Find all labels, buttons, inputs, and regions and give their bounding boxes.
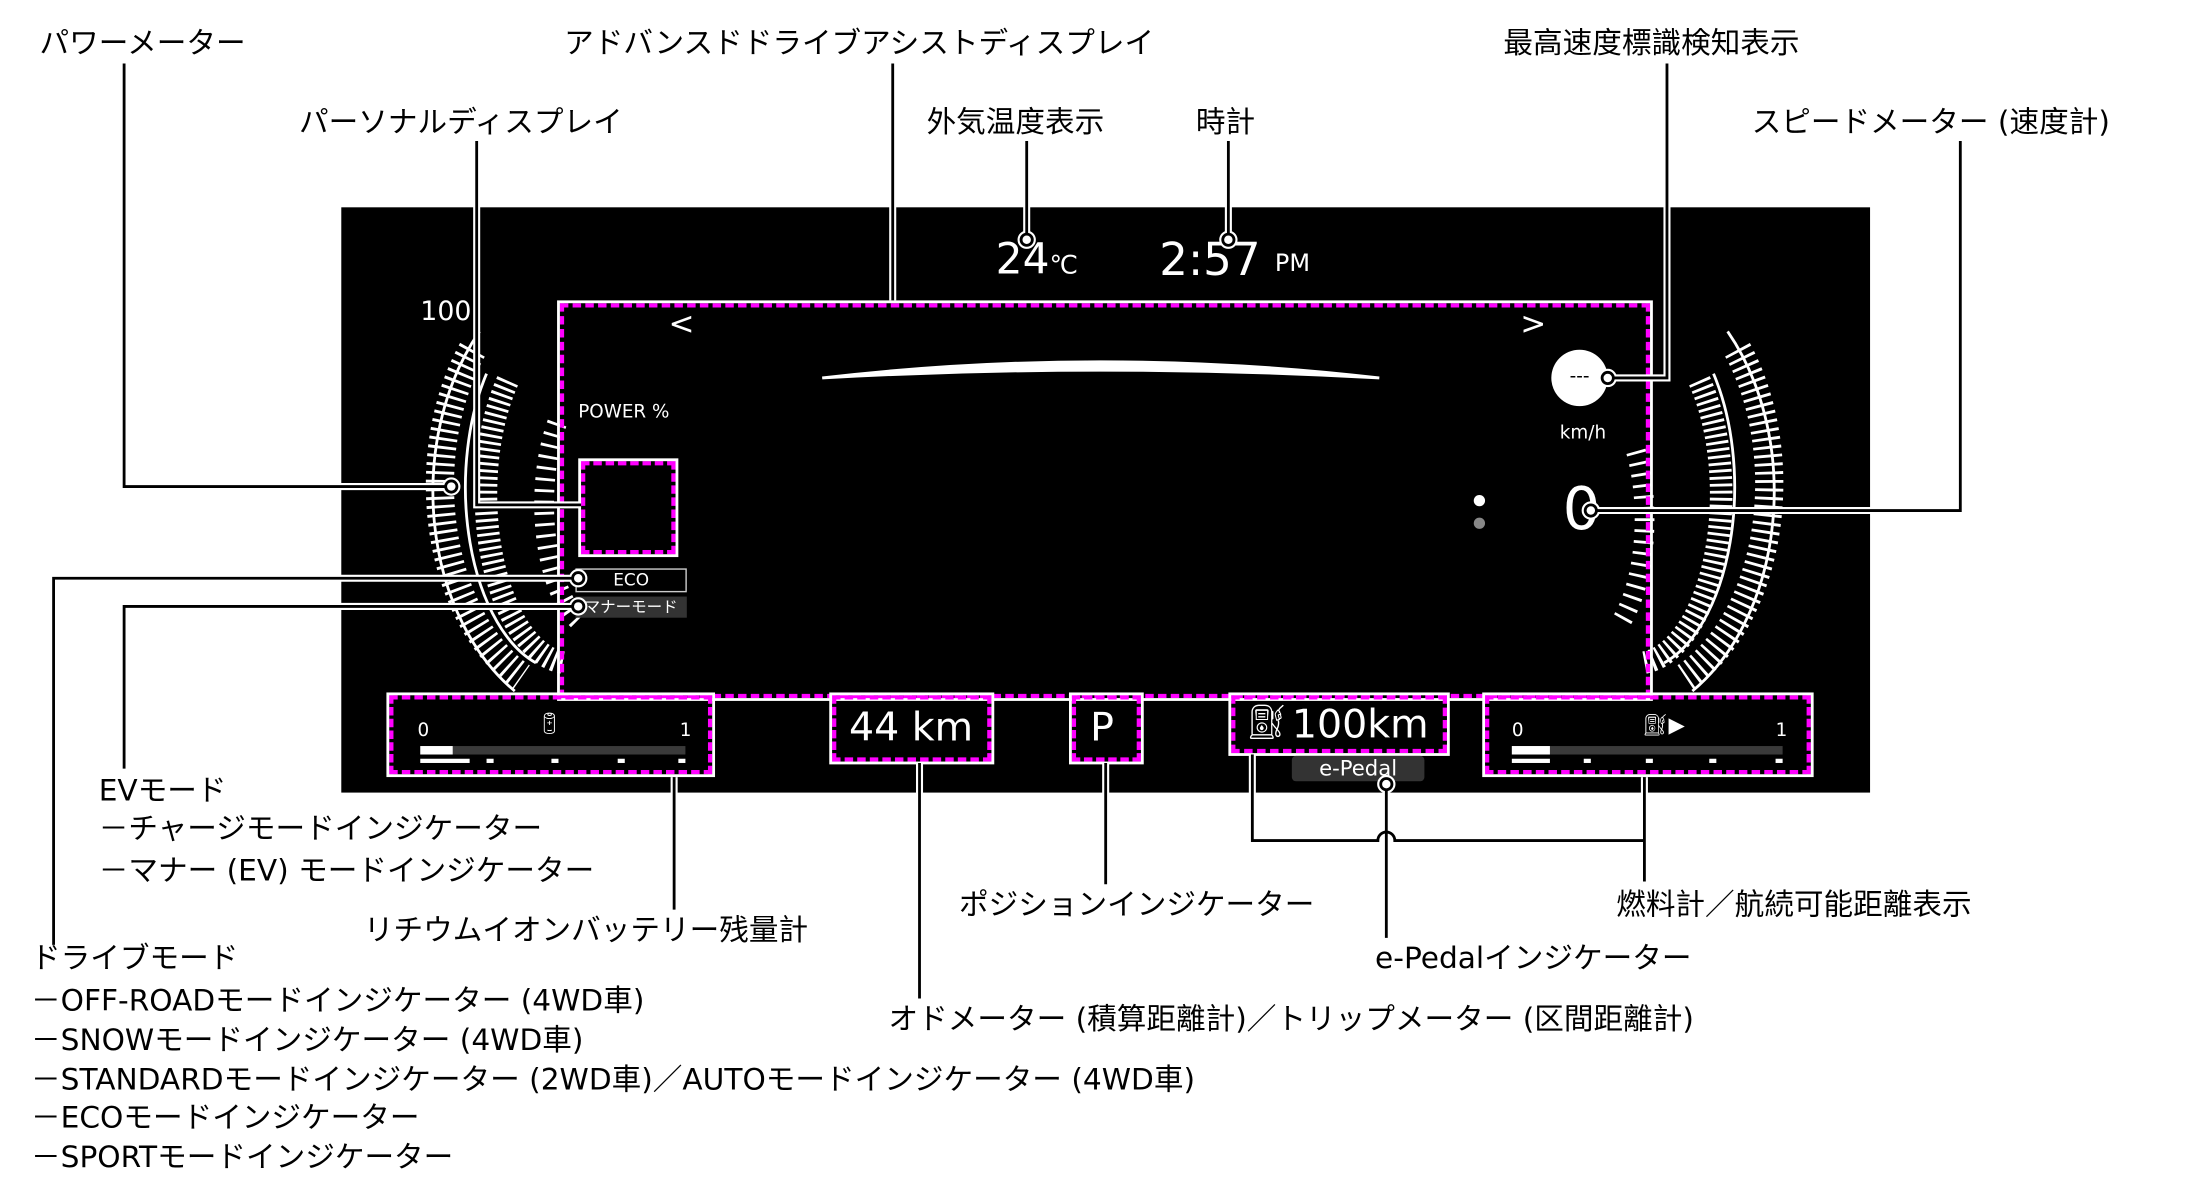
manner-mode-indicator: マナーモード xyxy=(575,596,687,618)
fuel-icon: ⛽︎ xyxy=(1245,702,1289,742)
leader-line xyxy=(475,141,582,507)
label-epedal: e-Pedalインジケーター xyxy=(1375,941,1692,976)
leader-endpoint xyxy=(1600,370,1615,386)
battery-gauge xyxy=(386,692,716,778)
leader-line xyxy=(120,602,573,769)
label-fuel-range: 燃料計／航続可能距離表示 xyxy=(1616,887,1972,922)
leader-line xyxy=(122,605,573,769)
fuel-pump-icon: ⛽︎▶ xyxy=(1641,712,1685,738)
leader-line xyxy=(50,574,573,945)
battery-max: 1 xyxy=(679,720,692,742)
power-meter-gauge xyxy=(425,330,586,693)
leader-endpoint xyxy=(571,571,586,586)
label-sport: －SPORTモードインジケーター xyxy=(31,1140,454,1175)
road-curve xyxy=(822,360,1380,380)
label-ev-mode: EVモード xyxy=(98,773,227,808)
nav-next-icon[interactable]: > xyxy=(1520,307,1547,343)
label-eco: －ECOモードインジケーター xyxy=(31,1100,420,1135)
leader-line xyxy=(1248,754,1648,882)
clock-time: 2:57 xyxy=(1159,232,1261,287)
label-power-meter: パワーメーター xyxy=(39,26,246,60)
label-speedometer: スピードメーター (速度計) xyxy=(1751,105,2110,139)
leader-endpoint xyxy=(444,479,459,494)
label-outside-temp: 外気温度表示 xyxy=(926,105,1105,139)
leader-line xyxy=(122,63,446,488)
power-max: 100 xyxy=(420,296,472,328)
label-drive-mode: ドライブモード xyxy=(31,941,239,976)
leader-endpoint xyxy=(571,599,586,614)
personal-display-highlight xyxy=(578,458,679,558)
speedometer-gauge xyxy=(1613,330,1784,693)
label-odometer: オドメーター (積算距離計)／トリップメーター (区間距離計) xyxy=(888,1002,1694,1036)
clock-ampm: PM xyxy=(1274,249,1311,278)
position-indicator xyxy=(1069,692,1144,765)
leader-line xyxy=(1596,141,1964,515)
label-manner-mode: －マナー (EV) モードインジケーター xyxy=(98,853,595,888)
label-snow: －SNOWモードインジケーター (4WD車) xyxy=(31,1023,584,1058)
label-standard-auto: －STANDARDモードインジケーター (2WD車)／AUTOモードインジケータ… xyxy=(31,1062,1196,1097)
fuel-range xyxy=(1228,692,1450,756)
label-max-speed-sign: 最高速度標識検知表示 xyxy=(1503,26,1800,60)
speed-limit-sign: --- xyxy=(1551,349,1608,407)
label-adas-display: アドバンスドドライブアシストディスプレイ xyxy=(564,26,1155,60)
label-personal-display: パーソナルディスプレイ xyxy=(298,105,623,139)
label-clock: 時計 xyxy=(1195,105,1256,139)
leader-line xyxy=(473,141,582,509)
gear-value: P xyxy=(1090,703,1114,751)
leader-line xyxy=(1596,141,1962,512)
label-battery-gauge: リチウムイオンバッテリー残量計 xyxy=(363,913,809,948)
fuel-max: 1 xyxy=(1775,720,1788,742)
leader-endpoint xyxy=(1019,232,1034,247)
page-dot-active xyxy=(1473,495,1486,507)
power-label: POWER % xyxy=(578,401,670,424)
odometer xyxy=(829,692,995,765)
page-dot xyxy=(1473,517,1486,529)
fuel-min: 0 xyxy=(1511,720,1524,742)
battery-bar xyxy=(420,746,686,755)
leader-endpoint xyxy=(1379,777,1394,792)
nav-prev-icon[interactable]: < xyxy=(668,307,695,343)
battery-min: 0 xyxy=(417,720,430,742)
leader-line xyxy=(52,576,573,945)
range-value: 100km xyxy=(1291,700,1429,748)
odometer-value: 44 km xyxy=(849,703,974,751)
speed-unit: km/h xyxy=(1559,423,1607,445)
leader-line xyxy=(1250,754,1646,882)
fuel-gauge xyxy=(1482,692,1814,778)
label-offroad: －OFF-ROADモードインジケーター (4WD車) xyxy=(31,983,645,1018)
leader-line xyxy=(1613,63,1671,382)
battery-icon: 🔋︎ xyxy=(535,710,563,737)
leader-line xyxy=(1613,63,1669,380)
leader-line xyxy=(120,63,446,491)
label-position: ポジションインジケーター xyxy=(959,887,1315,922)
fuel-bar xyxy=(1511,746,1783,755)
leader-endpoint xyxy=(1221,232,1236,247)
label-charge-mode: －チャージモードインジケーター xyxy=(98,811,543,846)
leader-endpoint xyxy=(1583,503,1598,518)
